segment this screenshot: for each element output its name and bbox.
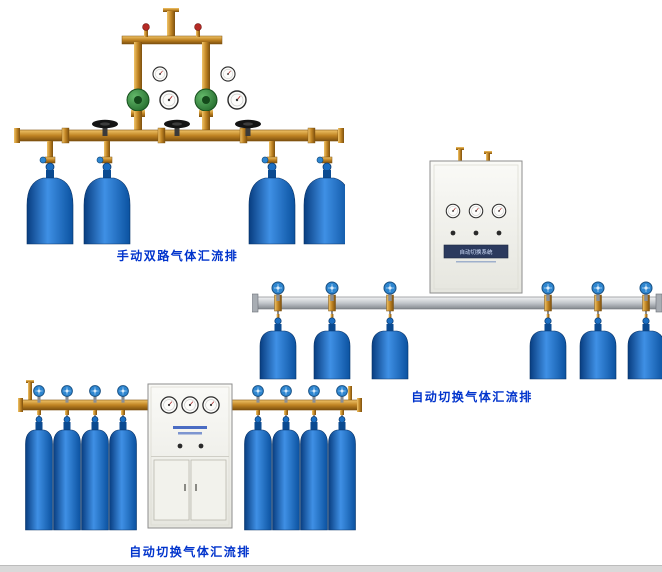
control-knob xyxy=(473,230,479,236)
pressure-gauge xyxy=(491,203,507,219)
control-cabinet xyxy=(147,383,233,529)
control-cabinet: 自动切换系统 xyxy=(429,147,523,294)
shutoff-knob xyxy=(194,23,202,31)
cabinet-door xyxy=(153,459,190,521)
pressure-gauge xyxy=(202,396,220,414)
gas-cylinder xyxy=(272,416,300,531)
gas-cylinder xyxy=(81,416,109,531)
gas-cylinder xyxy=(627,313,662,380)
pressure-gauge xyxy=(227,90,247,110)
gas-cylinder xyxy=(328,416,356,531)
product-image-auto-switch-floor xyxy=(15,378,365,538)
pressure-gauge xyxy=(152,66,168,82)
page-bottom-border xyxy=(0,565,662,572)
gas-cylinder xyxy=(25,416,53,531)
gas-cylinder xyxy=(244,416,272,531)
cabinet-label: 自动切换系统 xyxy=(459,248,493,256)
manifold-pipe xyxy=(252,293,662,313)
shutoff-knob xyxy=(142,23,150,31)
gas-cylinder xyxy=(259,313,297,380)
gas-cylinder xyxy=(313,313,351,380)
product-caption: 手动双路气体汇流排 xyxy=(116,249,239,263)
gas-cylinder xyxy=(300,416,328,531)
product-image-auto-switch-wall: 自动切换系统 xyxy=(252,145,662,395)
control-knob xyxy=(177,443,183,449)
cylinder-valve xyxy=(39,156,56,164)
top-tee-assembly xyxy=(121,8,223,92)
control-knob xyxy=(496,230,502,236)
pressure-gauge xyxy=(160,396,178,414)
cabinet-text-line xyxy=(178,432,202,435)
gas-cylinder xyxy=(53,416,81,531)
gas-cylinder xyxy=(529,313,567,380)
pressure-gauge xyxy=(468,203,484,219)
door-handle xyxy=(184,484,186,491)
cabinet-nameplate xyxy=(443,244,509,259)
cylinder-valve xyxy=(96,156,113,164)
pressure-regulator xyxy=(126,88,150,131)
gas-cylinder xyxy=(26,162,74,245)
control-knob xyxy=(450,230,456,236)
pressure-gauge xyxy=(220,66,236,82)
product-caption: 自动切换气体汇流排 xyxy=(129,545,251,559)
door-handle xyxy=(195,484,197,491)
control-knob xyxy=(198,443,204,449)
gas-cylinder xyxy=(83,162,131,245)
gas-cylinder xyxy=(109,416,137,531)
product-image-manual-dual-manifold xyxy=(10,8,345,248)
pressure-gauge xyxy=(181,396,199,414)
pressure-gauge xyxy=(445,203,461,219)
pressure-gauge xyxy=(159,90,179,110)
product-caption: 自动切换气体汇流排 xyxy=(411,390,533,404)
cabinet-text-line xyxy=(173,426,207,429)
gas-cylinder xyxy=(371,313,409,380)
pressure-regulator xyxy=(194,88,218,131)
gas-cylinder xyxy=(579,313,617,380)
